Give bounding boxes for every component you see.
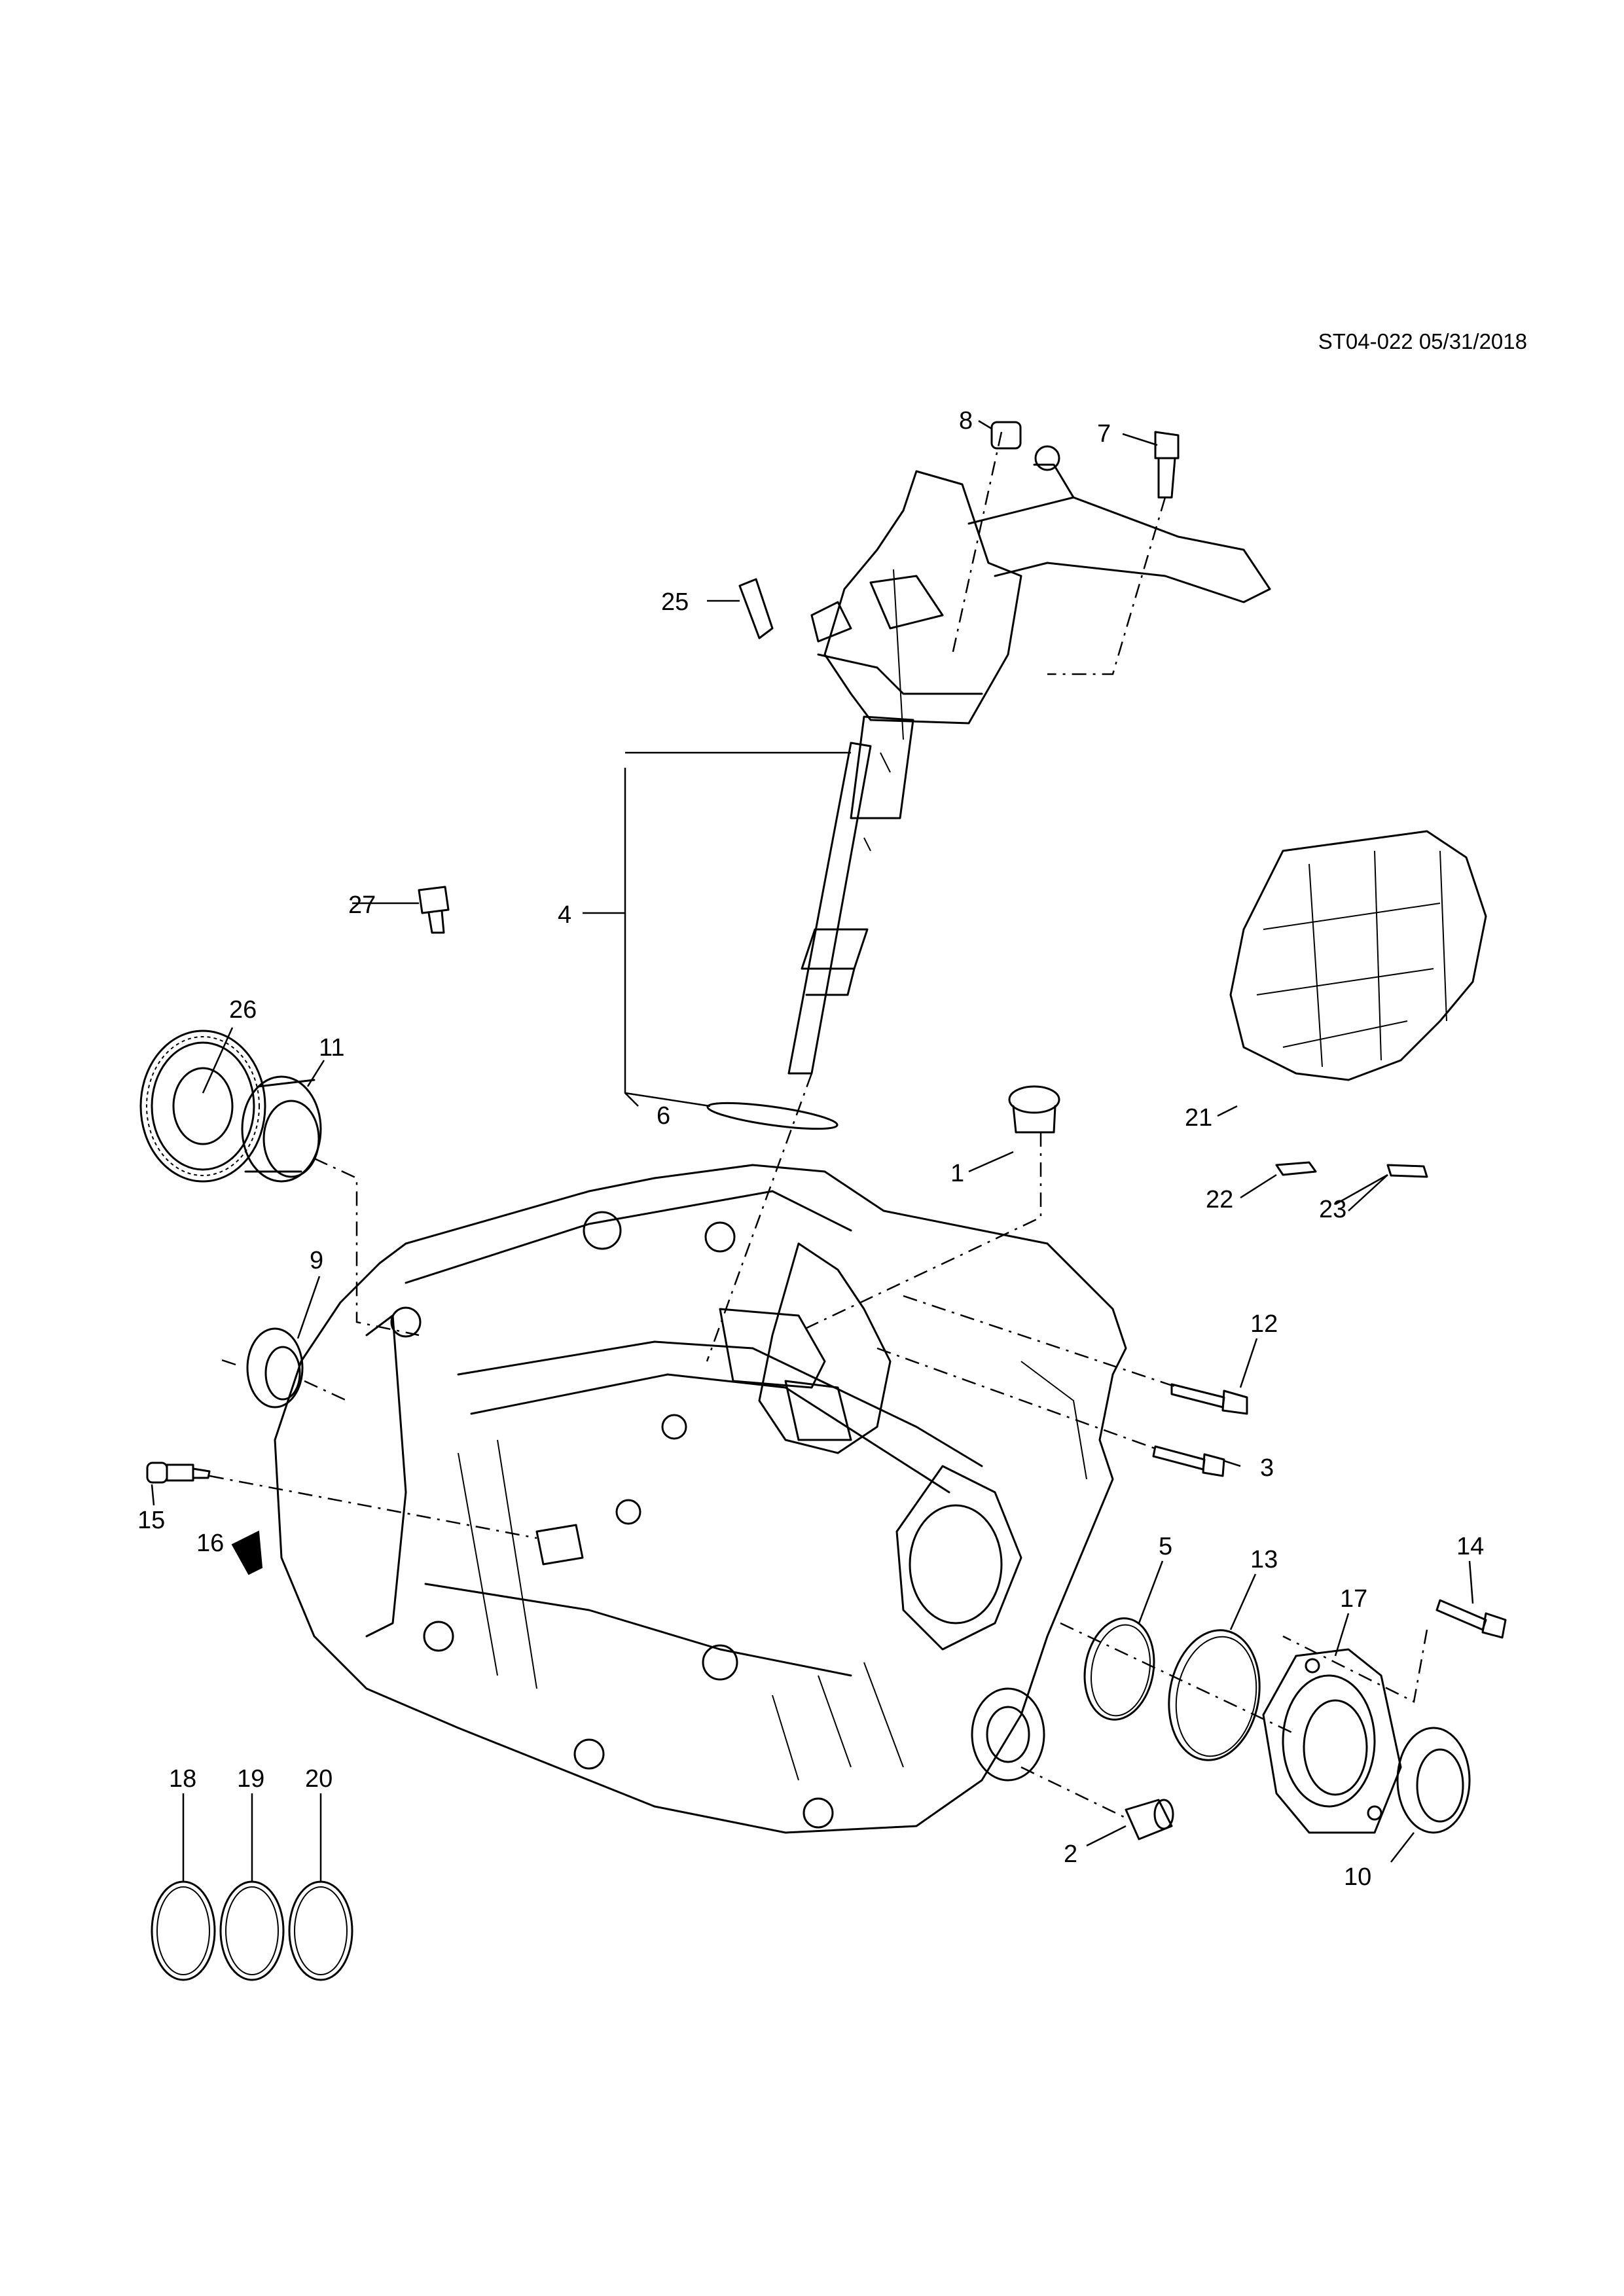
- part-18-o-ring: [151, 1880, 216, 1981]
- callout-25: 25: [661, 588, 689, 616]
- callout-27: 27: [348, 891, 376, 919]
- callout-22: 22: [1206, 1186, 1233, 1213]
- diagram-reference-label: ST04-022 05/31/2018: [1318, 329, 1527, 353]
- callout-2: 2: [1064, 1840, 1077, 1868]
- part-26-ring-gear: [139, 1030, 266, 1183]
- callout-1: 1: [950, 1160, 964, 1187]
- part-6-o-ring: [706, 1102, 839, 1130]
- transmission-housing: [274, 1164, 1127, 1834]
- callout-9: 9: [310, 1247, 323, 1274]
- callout-15: 15: [137, 1507, 165, 1534]
- callout-3: 3: [1260, 1454, 1274, 1482]
- shift-control-assembly: [787, 445, 1271, 1075]
- callout-5: 5: [1159, 1533, 1172, 1560]
- part-1-plug: [1008, 1085, 1060, 1134]
- part-14-bolt: [1435, 1599, 1507, 1639]
- part-12-bolt: [1170, 1383, 1248, 1415]
- part-8-cap: [990, 421, 1022, 450]
- leader-lines: [151, 420, 1474, 1882]
- part-23-key: [1386, 1164, 1428, 1178]
- part-9-seal: [246, 1327, 304, 1408]
- callout-23: 23: [1319, 1196, 1346, 1223]
- part-16-view-arrow: [231, 1530, 263, 1575]
- callout-20: 20: [305, 1765, 333, 1793]
- alignment-lines: [209, 431, 1428, 1821]
- callout-numbers: 8 7 25 4 27 26 11 6 1 21 22 23 9 12 3 15…: [137, 407, 1484, 1891]
- part-20-o-ring: [288, 1880, 353, 1981]
- part-3-bolt: [1152, 1445, 1225, 1477]
- part-22-key: [1275, 1161, 1317, 1176]
- part-17-bearing-housing: [1262, 1648, 1402, 1834]
- part-7-bolt: [1154, 431, 1180, 499]
- callout-14: 14: [1456, 1533, 1484, 1560]
- part-19-o-ring: [219, 1880, 285, 1981]
- callout-7: 7: [1097, 420, 1111, 448]
- callout-17: 17: [1340, 1585, 1367, 1613]
- callout-10: 10: [1344, 1863, 1371, 1891]
- callout-13: 13: [1250, 1546, 1278, 1573]
- callout-12: 12: [1250, 1310, 1278, 1338]
- part-25-clip: [738, 578, 774, 639]
- callout-19: 19: [237, 1765, 264, 1793]
- part-21-transmission-thumbnail: [1229, 830, 1487, 1081]
- part-2-plug: [1125, 1799, 1174, 1840]
- callout-4: 4: [558, 901, 571, 929]
- part-15-sensor: [146, 1462, 211, 1484]
- callout-21: 21: [1185, 1104, 1212, 1132]
- part-5-o-ring: [1083, 1617, 1155, 1721]
- part-27-bolt: [418, 886, 450, 934]
- part-13-o-ring: [1168, 1629, 1261, 1761]
- callout-18: 18: [169, 1765, 196, 1793]
- callout-11: 11: [319, 1034, 344, 1062]
- callout-8: 8: [959, 407, 973, 435]
- part-11-bearing: [241, 1075, 322, 1183]
- part-10-seal: [1396, 1727, 1471, 1834]
- callout-16: 16: [196, 1530, 224, 1557]
- callout-6: 6: [657, 1102, 670, 1130]
- callout-26: 26: [229, 996, 257, 1024]
